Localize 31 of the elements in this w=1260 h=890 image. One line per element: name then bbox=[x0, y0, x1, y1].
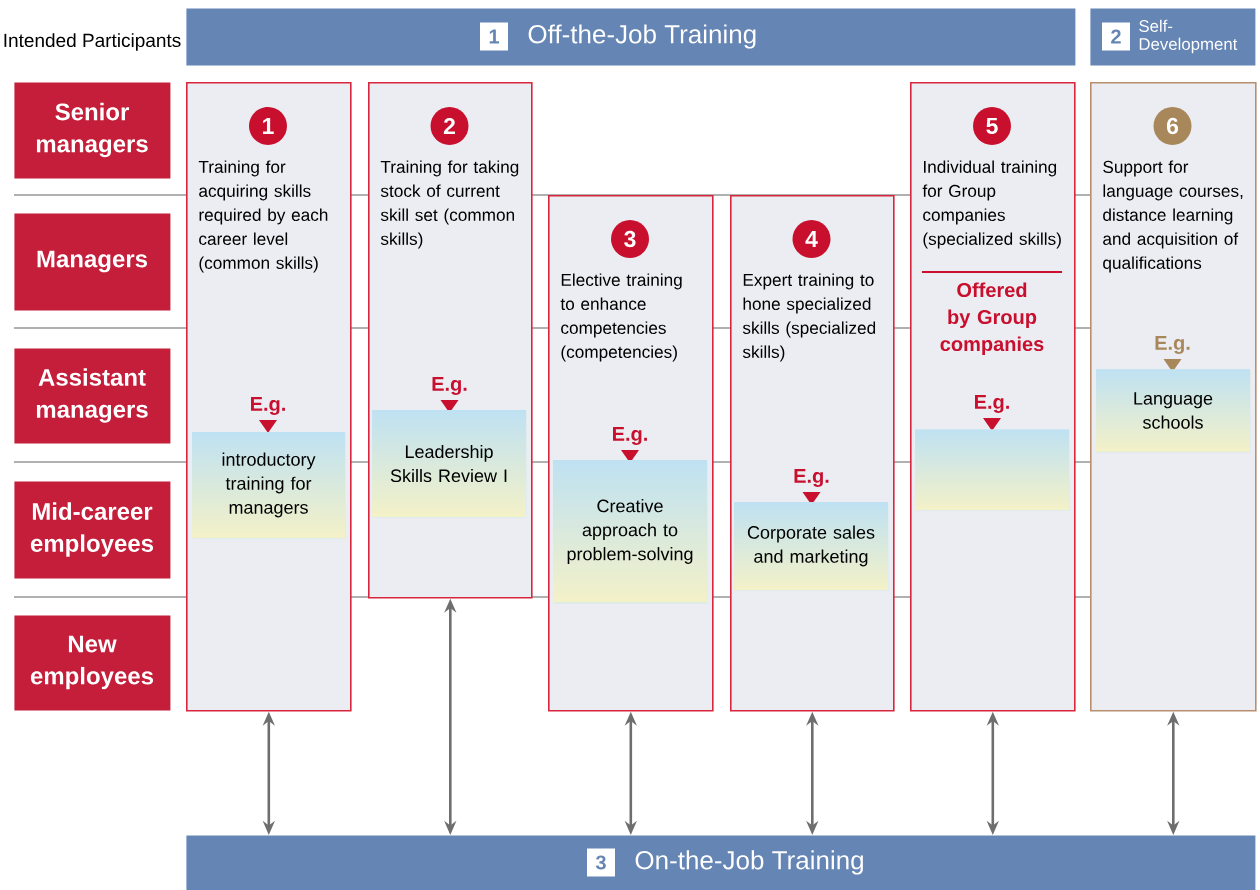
eg-label: E.g. bbox=[613, 427, 647, 445]
eg-label: E.g. bbox=[794, 469, 829, 487]
header-band: 2 Self-Development bbox=[1090, 8, 1256, 66]
participants-heading: Intended Participants bbox=[4, 33, 181, 51]
number-badge: 2 bbox=[1102, 22, 1130, 51]
eg-label: E.g. bbox=[251, 397, 285, 415]
participant-level-box: Managers bbox=[14, 213, 171, 311]
participant-level-box: New employees bbox=[14, 615, 171, 711]
example-box: Creative approach to problem-solving bbox=[553, 460, 708, 604]
example-box: Leadership Skills Review I bbox=[372, 410, 527, 518]
description-text: Training for taking stock of current skill set (common skills) bbox=[380, 160, 519, 249]
header-band: 1 Off-the-Job Training bbox=[186, 8, 1076, 66]
participant-level-box: Assistant managers bbox=[14, 348, 171, 444]
eg-label: E.g. bbox=[432, 377, 467, 395]
eg-label: E.g. bbox=[975, 395, 1009, 413]
description-text: Individual training for Group companies (specialized skills) bbox=[922, 160, 1061, 249]
participant-level-box: Senior managers bbox=[14, 82, 171, 179]
example-box: Language schools bbox=[1096, 369, 1251, 453]
number-badge: 3 bbox=[587, 848, 615, 877]
example-box: Corporate sales and marketing bbox=[734, 502, 889, 591]
example-box bbox=[915, 429, 1070, 511]
number-badge: 1 bbox=[480, 22, 508, 51]
header-band: 3 On-the-Job Training bbox=[186, 835, 1256, 890]
participant-level-box: Mid-career employees bbox=[14, 481, 171, 579]
description-text: Elective training to enhance competencies (competencies) bbox=[560, 273, 682, 362]
eg-label: E.g. bbox=[1155, 336, 1190, 354]
provider-note: Offered by Group companies bbox=[940, 282, 1044, 356]
description-text: Expert training to hone specialized skills (specialized skills) bbox=[742, 273, 876, 362]
description-text: Support for language courses, distance learning and acquisition of qualifications bbox=[1103, 160, 1243, 273]
description-text: Training for acquiring skills required by each career level (common skills) bbox=[198, 160, 328, 273]
example-box: introductory training for managers bbox=[192, 432, 346, 539]
